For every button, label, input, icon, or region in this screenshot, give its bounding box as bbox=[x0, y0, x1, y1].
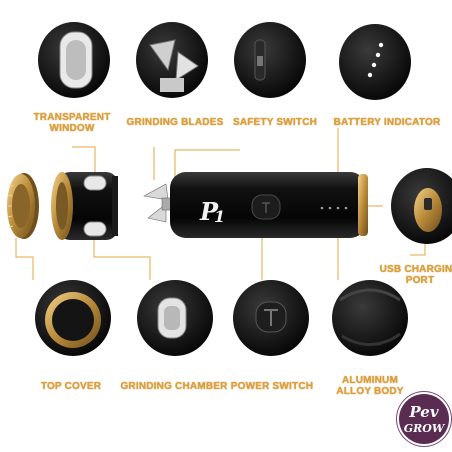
blades-detail bbox=[136, 22, 208, 98]
grinding-chamber-part bbox=[51, 172, 118, 240]
alloy-body-detail bbox=[332, 280, 408, 356]
logo-line1: Pev bbox=[409, 403, 439, 421]
logo-line2: GROW bbox=[403, 422, 445, 435]
top-cover-part bbox=[7, 173, 39, 239]
label-power-switch: POWER SWITCH bbox=[230, 381, 314, 392]
label-transparent-window-line2: WINDOW bbox=[49, 123, 95, 134]
label-transparent-window-line1: TRANSPARENT bbox=[33, 112, 111, 123]
pevgrow-logo: Pev GROW bbox=[399, 394, 449, 444]
window-detail bbox=[38, 22, 110, 98]
usb-detail bbox=[391, 168, 452, 244]
label-usb-charging-port: USB CHARGING PORT bbox=[380, 264, 452, 286]
svg-text:P: P bbox=[199, 197, 219, 226]
battery-detail bbox=[339, 24, 411, 100]
chamber-detail bbox=[137, 280, 213, 356]
label-transparent-window: TRANSPARENT WINDOW bbox=[33, 112, 110, 134]
label-aluminum-alloy-body: ALUMINUM ALLOY BODY bbox=[336, 375, 403, 397]
label-usb-line2: PORT bbox=[405, 275, 435, 286]
label-battery-indicator: BATTERY INDICATOR bbox=[333, 117, 441, 128]
safety-switch-detail bbox=[234, 22, 306, 98]
blades-part bbox=[143, 183, 173, 223]
label-grinding-blades: GRINDING BLADES bbox=[126, 117, 224, 128]
label-usb-line1: USB CHARGING bbox=[379, 264, 452, 275]
svg-text:1: 1 bbox=[214, 207, 225, 226]
main-body-part: P 1 bbox=[170, 172, 368, 238]
label-aluminum-line1: ALUMINUM bbox=[341, 375, 399, 386]
label-aluminum-line2: ALLOY BODY bbox=[336, 386, 404, 397]
label-grinding-chamber: GRINDING CHAMBER bbox=[120, 381, 228, 392]
top-cover-detail bbox=[35, 280, 111, 356]
label-safety-switch: SAFETY SWITCH bbox=[232, 117, 318, 128]
power-switch-detail bbox=[233, 280, 309, 356]
label-top-cover: TOP COVER bbox=[40, 381, 102, 392]
